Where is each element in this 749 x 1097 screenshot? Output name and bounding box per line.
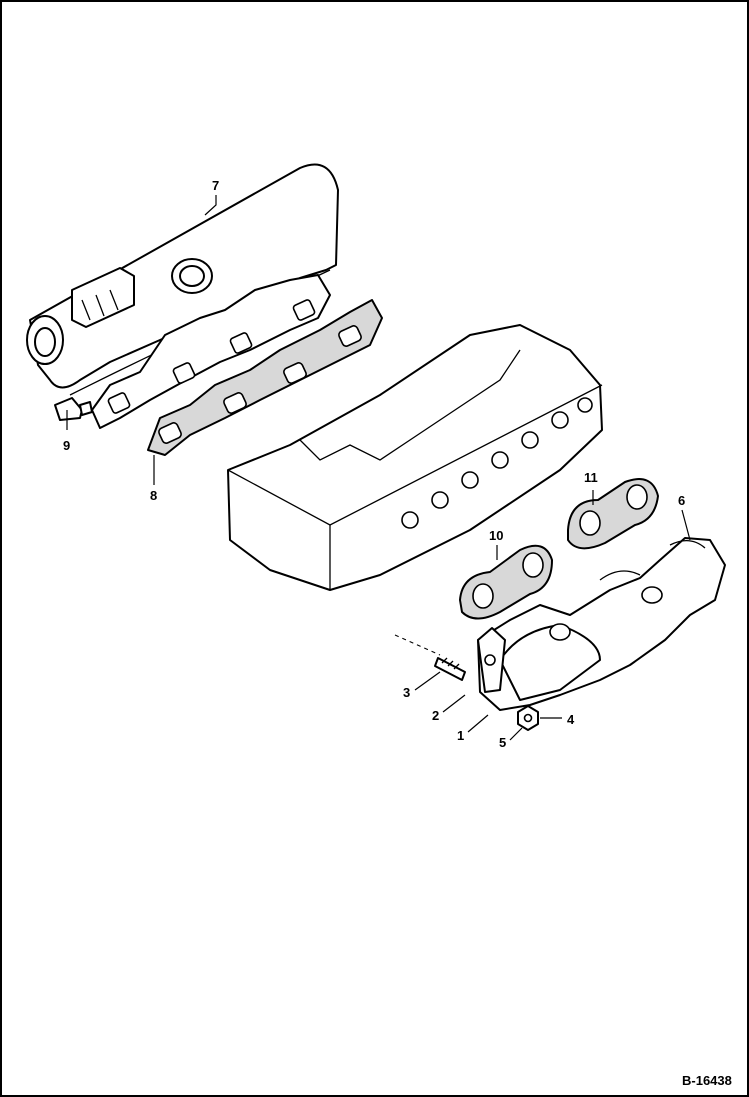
cylinder-head-part <box>227 324 603 591</box>
callout-3: 3 <box>403 685 410 700</box>
exhaust-manifold-part <box>477 537 726 711</box>
callout-2: 2 <box>432 708 439 723</box>
callout-10: 10 <box>489 528 503 543</box>
intake-gasket-part <box>147 299 383 456</box>
fitting-part <box>54 397 93 421</box>
exhaust-gasket-left-part <box>459 544 553 620</box>
callout-4: 4 <box>567 712 575 727</box>
exhaust-gasket-right-part <box>567 478 659 550</box>
leader-lines <box>66 195 691 741</box>
stud-part <box>434 657 466 681</box>
callout-8: 8 <box>150 488 157 503</box>
callout-7: 7 <box>212 178 219 193</box>
assembly-line <box>394 634 441 656</box>
callout-11: 11 <box>584 470 598 485</box>
nut-part <box>517 705 539 731</box>
callout-1: 1 <box>457 728 464 743</box>
callout-9: 9 <box>63 438 70 453</box>
callout-5: 5 <box>499 735 506 750</box>
figure-code: B-16438 <box>682 1073 732 1088</box>
intake-manifold-part <box>26 163 339 429</box>
callout-6: 6 <box>678 493 685 508</box>
